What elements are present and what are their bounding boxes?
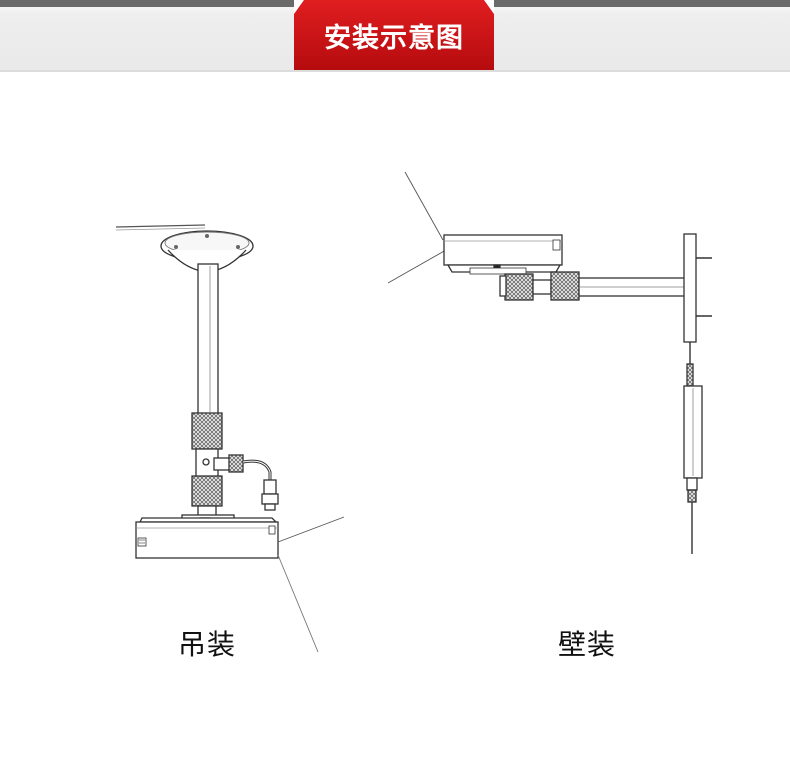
caption-ceiling-mount: 吊装 (178, 628, 237, 661)
ceiling-line (115, 224, 206, 228)
ceiling-mount-illustration (115, 224, 345, 653)
header-divider (0, 70, 790, 72)
upper-collar (191, 412, 223, 450)
wall-plate (683, 233, 712, 343)
wall-projector-body (443, 234, 563, 275)
projection-line-upper (277, 516, 345, 543)
page-title: 安装示意图 (324, 23, 464, 54)
wall-projection-line-upper (404, 171, 444, 241)
ceiling-projector-body (135, 514, 279, 559)
ceiling-flange (160, 230, 254, 273)
badge-notch-right (484, 0, 494, 14)
wall-mount-arm (499, 271, 686, 301)
caption-wall-mount: 壁装 (558, 628, 617, 661)
lower-collar (191, 475, 223, 507)
wall-projection-line-lower (387, 249, 447, 284)
wall-power-cable (683, 342, 703, 554)
badge-notch-left (294, 0, 304, 14)
wall-mount-illustration (387, 171, 712, 554)
title-badge: 安装示意图 (294, 0, 494, 70)
projection-line-lower (277, 554, 319, 653)
ceiling-cable (213, 454, 279, 511)
ceiling-pole (197, 263, 219, 415)
